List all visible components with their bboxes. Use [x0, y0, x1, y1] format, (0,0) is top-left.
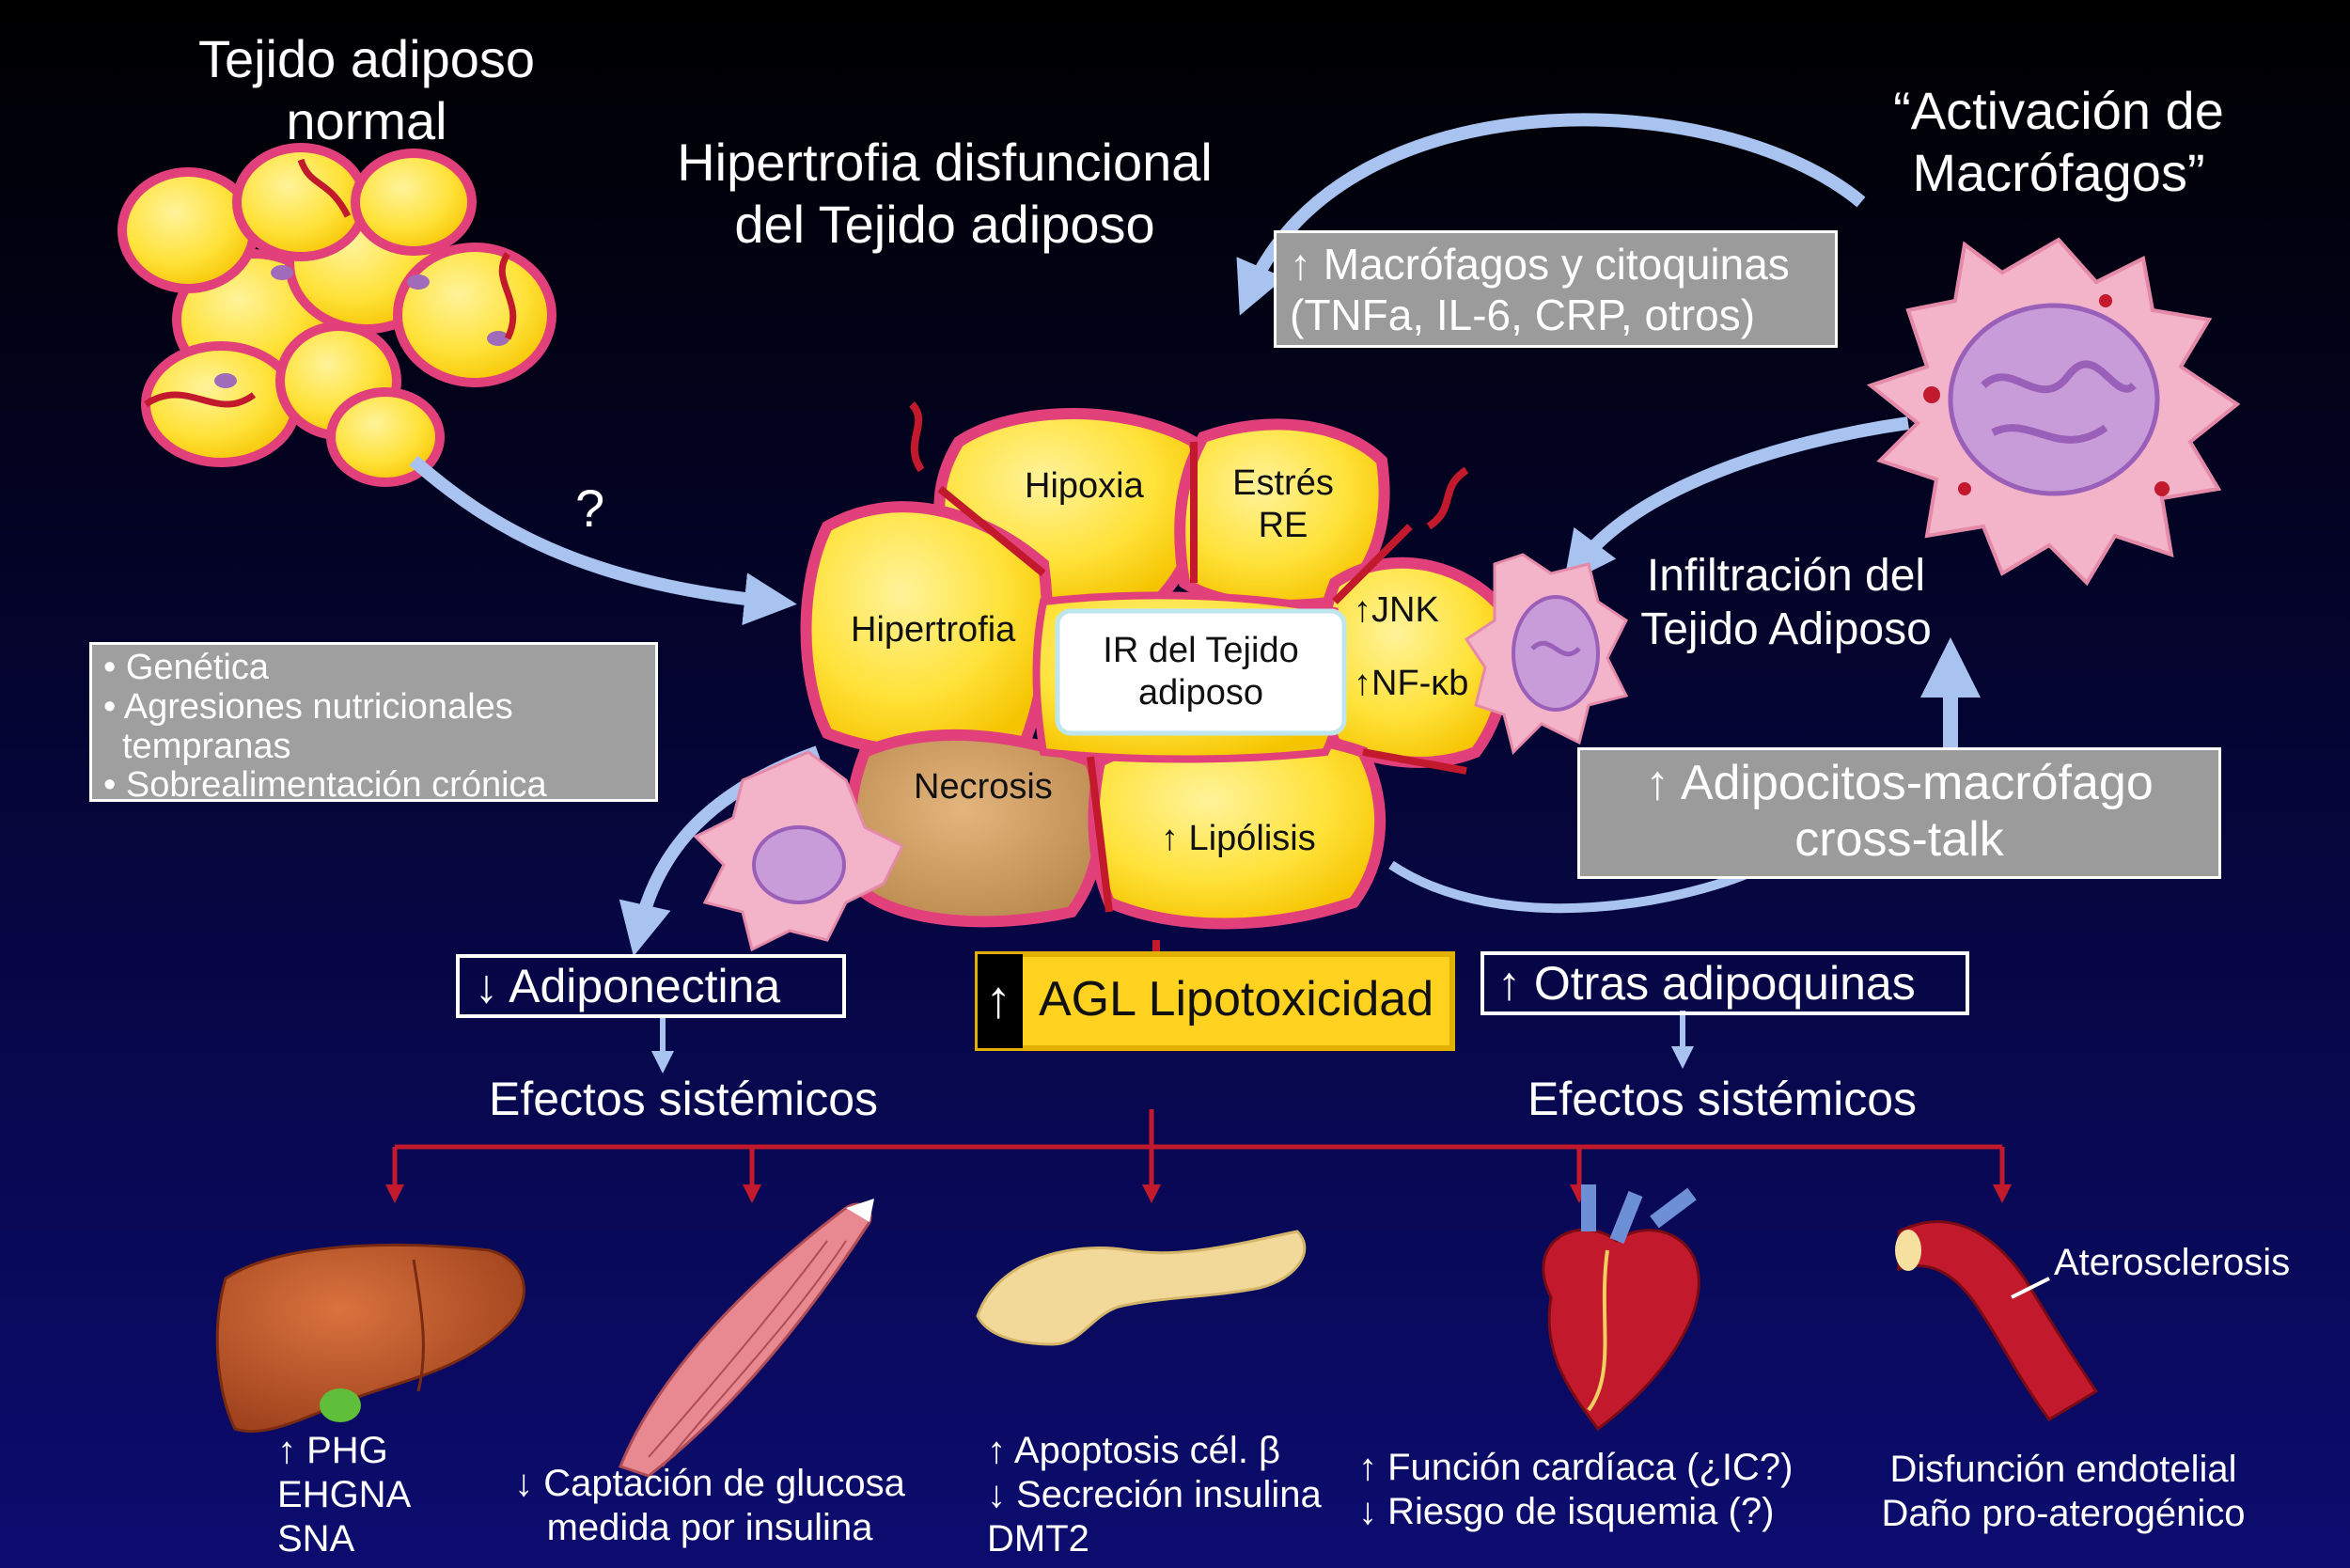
- heart-effect-2: ↓ Riesgo de isquemia (?): [1358, 1491, 1775, 1533]
- heart-illustration: [1542, 1184, 1700, 1432]
- infiltracion-label: Infiltración del Tejido Adiposo: [1598, 550, 1974, 656]
- agl-box: [975, 951, 1455, 1051]
- label-necrosis: Necrosis: [914, 767, 1053, 807]
- agl-label: AGL Lipotoxicidad: [1039, 972, 1434, 1027]
- hypertrophic-cluster: [800, 401, 1513, 968]
- vessel-effect-2: Daño pro-aterogénico: [1881, 1493, 2246, 1535]
- macrophage-left: [693, 750, 905, 952]
- label-estres-line1: Estrés: [1232, 463, 1334, 503]
- liver-effect-2: EHGNA: [277, 1474, 412, 1516]
- efectos-right: Efectos sistémicos: [1528, 1073, 1918, 1125]
- title-normal-line1: Tejido adiposo: [197, 29, 536, 88]
- crosstalk-line2: cross-talk: [1794, 811, 2004, 867]
- cause-agresiones: • Agresiones nutricionales: [103, 686, 513, 727]
- label-hipoxia: Hipoxia: [1025, 466, 1144, 506]
- efectos-left: Efectos sistémicos: [489, 1073, 879, 1125]
- label-estres: Estrés RE: [1213, 463, 1354, 547]
- adiponectina-box: ↓ Adiponectina: [456, 954, 846, 1018]
- arrow-macrophage-to-hypertrophy: [1236, 113, 1866, 316]
- liver-effect-3: SNA: [277, 1518, 355, 1560]
- pancreas-effect-2: ↓ Secreción insulina: [987, 1474, 1322, 1516]
- vessel-illustration: [1895, 1220, 2099, 1421]
- liver-illustration: [215, 1243, 525, 1434]
- title-hipertrofia-line2: del Tejido adiposo: [734, 195, 1155, 255]
- muscle-effects: ↓ Captación de glucosa medida por insuli…: [498, 1462, 921, 1550]
- title-macrofagos-line2: Macrófagos”: [1912, 143, 2205, 203]
- cytokines-line2: (TNFa, IL-6, CRP, otros): [1290, 290, 1756, 340]
- pancreas-illustration: [976, 1230, 1307, 1346]
- causes-box: • Genética • Agresiones nutricionales te…: [89, 642, 658, 805]
- title-macrofagos-line1: “Activación de: [1893, 81, 2224, 140]
- center-label-line2: adiposo: [1137, 672, 1264, 713]
- arrow-to-infiltration: [1563, 416, 1909, 586]
- cause-genetica-text: Genética: [125, 648, 269, 687]
- title-hipertrofia: Hipertrofia disfuncional del Tejido adip…: [639, 132, 1250, 256]
- arrow-normal-to-hypertrophy: [409, 455, 797, 626]
- heart-effect-1: ↑ Función cardíaca (¿IC?): [1358, 1447, 1794, 1488]
- label-nfkb: ↑NF-κb: [1354, 664, 1469, 703]
- title-normal: Tejido adiposo normal: [141, 28, 592, 152]
- arrow-lipolisis-crosstalk: [1388, 860, 1770, 914]
- pancreas-effect-1: ↑ Apoptosis cél. β: [987, 1430, 1281, 1471]
- muscle-effect-2: medida por insulina: [546, 1507, 873, 1549]
- distribution-lines: [385, 1109, 2012, 1203]
- cytokines-line1: ↑ Macrófagos y citoquinas: [1290, 240, 1790, 289]
- muscle-illustration: [619, 1199, 874, 1478]
- pancreas-effect-3: DMT2: [987, 1518, 1089, 1560]
- label-estres-line2: RE: [1258, 505, 1308, 545]
- liver-effects: ↑ PHG EHGNA SNA: [277, 1429, 411, 1562]
- heart-effects: ↑ Función cardíaca (¿IC?) ↓ Riesgo de is…: [1358, 1446, 1793, 1534]
- cause-agresiones-text: Agresiones nutricionales: [123, 686, 513, 727]
- title-normal-line2: normal: [286, 91, 447, 151]
- title-macrofagos: “Activación de Macrófagos”: [1805, 80, 2312, 204]
- normal-adipose-cluster: [118, 143, 556, 487]
- vessel-effect-1: Disfunción endotelial: [1889, 1449, 2237, 1490]
- agl-arrow: ↑: [985, 969, 1011, 1028]
- infiltracion-line2: Tejido Adiposo: [1640, 604, 1932, 654]
- center-box: [1055, 608, 1347, 736]
- muscle-effect-1: ↓ Captación de glucosa: [514, 1463, 905, 1504]
- pancreas-effects: ↑ Apoptosis cél. β ↓ Secreción insulina …: [987, 1429, 1322, 1562]
- macrophage-large: [1866, 237, 2241, 587]
- question-mark: ?: [575, 478, 605, 538]
- title-hipertrofia-line1: Hipertrofia disfuncional: [677, 133, 1213, 192]
- cytokines-box: ↑ Macrófagos y citoquinas (TNFa, IL-6, C…: [1274, 230, 1838, 348]
- cause-sobrealimentacion-text: Sobrealimentación crónica: [125, 765, 547, 806]
- cause-tempranas: tempranas: [122, 726, 291, 766]
- otras-adipoquinas-box: ↑ Otras adipoquinas: [1480, 951, 1969, 1015]
- center-label: IR del Tejido adiposo: [1058, 630, 1344, 714]
- center-label-line1: IR del Tejido: [1103, 631, 1299, 670]
- crosstalk-box: ↑ Adipocitos-macrófago cross-talk: [1577, 747, 2221, 879]
- vessel-label: Aterosclerosis: [2054, 1242, 2291, 1283]
- agl-arrow-cell: [978, 954, 1023, 1048]
- label-jnk: ↑JNK: [1354, 590, 1439, 630]
- label-lipolisis: ↑ Lipólisis: [1161, 819, 1316, 858]
- cause-genetica: • Genética: [103, 648, 269, 687]
- label-hipertrofia: Hipertrofia: [851, 610, 1016, 650]
- liver-effect-1: ↑ PHG: [277, 1430, 388, 1471]
- crosstalk-line1: ↑ Adipocitos-macrófago: [1645, 756, 2154, 810]
- vessel-effects: Disfunción endotelial Daño pro-aterogéni…: [1866, 1448, 2261, 1536]
- cause-sobrealimentacion: • Sobrealimentación crónica: [103, 765, 547, 806]
- infiltracion-line1: Infiltración del: [1646, 551, 1926, 601]
- macrophage-right: [1464, 553, 1629, 755]
